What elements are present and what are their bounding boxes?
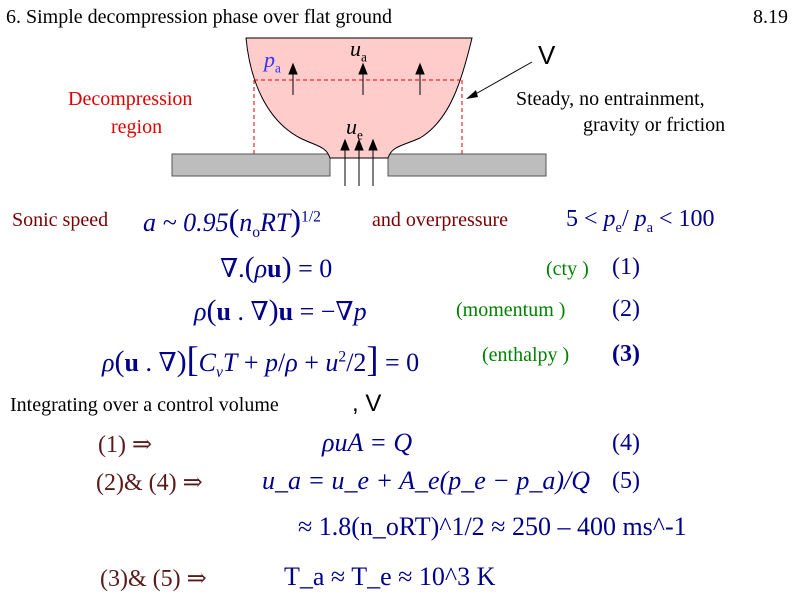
overpressure-range: 5 < pe/ pa < 100: [566, 206, 715, 236]
volume-pointer: [471, 61, 533, 97]
ground-left: [171, 153, 331, 177]
region-label-2: region: [111, 116, 163, 138]
eq1: ∇.(ρu) = 0: [220, 251, 333, 284]
slide-title: 6. Simple decompression phase over flat …: [6, 6, 393, 28]
result2-rhs: u_a = u_e + A_e(p_e − p_a)/Q: [262, 466, 590, 495]
steady-line-1: Steady, no entrainment,: [516, 88, 705, 110]
steady-line-2: gravity or friction: [583, 114, 726, 136]
lower-arrows: [340, 138, 378, 186]
result3-rhs: ≈ 1.8(n_oRT)^1/2 ≈ 250 – 400 ms^-1: [298, 512, 687, 541]
result4-rhs: T_a ≈ T_e ≈ 10^3 K: [284, 562, 496, 591]
ua-label: ua: [350, 36, 367, 65]
eq1-number: (1): [612, 254, 640, 280]
integrating-volume: , V: [352, 390, 382, 417]
result1-rhs: ρuA = Q: [322, 428, 413, 457]
result2-lhs: (2)& (4) ⇒: [96, 470, 203, 496]
sonic-label: Sonic speed: [12, 209, 109, 231]
eq2-number: (2): [612, 296, 640, 322]
result4-lhs: (3)& (5) ⇒: [100, 566, 207, 592]
result2-number: (5): [612, 468, 640, 494]
overpressure-label: and overpressure: [372, 209, 509, 231]
region-label-1: Decompression: [68, 88, 193, 110]
eq3-number: (3): [612, 341, 640, 367]
pa-label: pa: [264, 47, 281, 76]
ue-label: ue: [346, 114, 363, 143]
page-number: 8.19: [753, 6, 788, 28]
volume-label: V: [538, 40, 556, 70]
eq2: ρ(u . ∇)u = −∇p: [194, 294, 367, 327]
decompression-diagram: [171, 37, 547, 186]
eq3-tag: (enthalpy ): [482, 344, 570, 366]
sonic-formula: a ~ 0.95(noRT)1/2: [143, 202, 321, 242]
eq3: ρ(u . ∇)[CvT + p/ρ + u2/2] = 0: [102, 339, 420, 382]
integrating-text: Integrating over a control volume: [10, 394, 279, 416]
eq2-tag: (momentum ): [456, 299, 566, 321]
result1-lhs: (1) ⇒: [98, 432, 153, 458]
volume-pointer-head: [466, 90, 478, 99]
ground-right: [387, 153, 547, 177]
eq1-tag: (cty ): [546, 258, 589, 280]
upper-arrows: [288, 62, 425, 95]
result1-number: (4): [612, 430, 640, 456]
